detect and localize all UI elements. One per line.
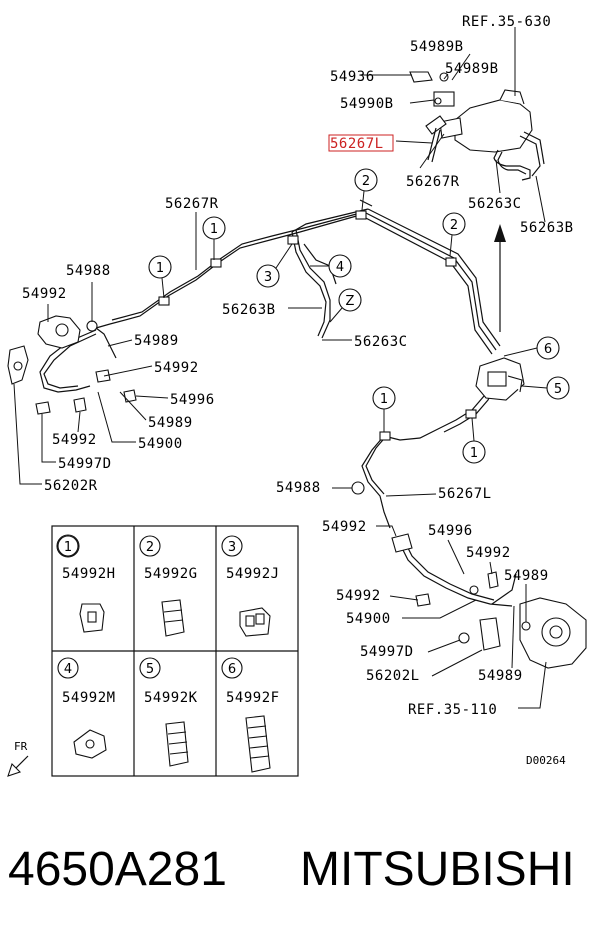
label-54996-b: 54996 <box>428 523 473 539</box>
legend-cell-4: 4 54992M <box>57 657 116 759</box>
label-56267R-mid: 56267R <box>165 196 219 212</box>
legend-cell-5: 5 54992K <box>139 657 198 767</box>
svg-text:54992F: 54992F <box>226 690 280 706</box>
legend-cell-2: 2 54992G <box>139 535 198 637</box>
label-54900-a: 54900 <box>138 436 183 452</box>
clip-legend: 1 54992H 2 54992G 3 54992J 4 54992M <box>51 525 299 777</box>
label-56267L-top: 56267L <box>330 136 384 152</box>
label-54990B: 54990B <box>340 96 394 112</box>
legend-cell-3: 3 54992J <box>221 535 280 637</box>
callout-1-b: 1 <box>148 255 172 299</box>
svg-text:4: 4 <box>336 260 344 275</box>
proportioning-valve <box>475 357 525 401</box>
label-54996-a: 54996 <box>170 392 215 408</box>
callout-6: 6 <box>503 336 560 360</box>
tube-clips <box>158 210 477 441</box>
label-54992-a: 54992 <box>22 286 67 302</box>
label-54997D-a: 54997D <box>58 456 112 472</box>
ref-top: REF.35-630 <box>462 14 551 30</box>
svg-text:54992J: 54992J <box>226 566 280 582</box>
part-number: 4650A281 <box>8 843 227 896</box>
right-caliper <box>351 481 587 669</box>
label-56202L: 56202L <box>366 668 420 684</box>
label-56263C-top: 56263C <box>468 196 522 212</box>
svg-text:6: 6 <box>544 342 552 357</box>
label-54989-c: 54989 <box>504 568 549 584</box>
master-cylinder-assembly <box>409 71 545 181</box>
svg-text:2: 2 <box>450 218 458 233</box>
svg-text:1: 1 <box>210 222 218 237</box>
svg-text:6: 6 <box>228 662 236 677</box>
callout-1-d: 1 <box>462 417 486 464</box>
svg-text:3: 3 <box>264 270 272 285</box>
ref-bottom: REF.35-110 <box>408 702 497 718</box>
legend-cell-1: 1 54992H <box>57 535 116 633</box>
label-54992-c: 54992 <box>52 432 97 448</box>
svg-text:4: 4 <box>64 662 72 677</box>
callouts: 1 1 1 1 1 2 2 3 4 <box>56 168 570 558</box>
svg-text:Z: Z <box>346 294 355 309</box>
svg-text:1: 1 <box>380 392 388 407</box>
brake-tubes <box>39 199 517 607</box>
label-56263C-mid: 56263C <box>354 334 408 350</box>
label-54989-b: 54989 <box>148 415 193 431</box>
label-56263B-mid: 56263B <box>222 302 276 318</box>
label-56267L-bot: 56267L <box>438 486 492 502</box>
svg-text:54992M: 54992M <box>62 690 116 706</box>
svg-text:54992G: 54992G <box>144 566 198 582</box>
label-54989-a: 54989 <box>134 333 179 349</box>
footer-caption: 4650A281 MITSUBISHI <box>0 830 600 910</box>
svg-text:1: 1 <box>156 261 164 276</box>
svg-text:5: 5 <box>554 382 562 397</box>
svg-text:3: 3 <box>228 540 236 555</box>
left-caliper <box>7 315 137 415</box>
label-54992-d: 54992 <box>322 519 367 535</box>
callout-5: 5 <box>521 376 570 400</box>
svg-text:54992H: 54992H <box>62 566 116 582</box>
callout-1-a: 1 <box>202 216 226 260</box>
label-54989B-2: 54989B <box>445 61 499 77</box>
svg-text:54992K: 54992K <box>144 690 198 706</box>
label-56267R-top: 56267R <box>406 174 460 190</box>
callout-2-b: 2 <box>442 212 466 257</box>
callout-z: Z <box>329 288 362 323</box>
callout-1-c: 1 <box>372 386 396 432</box>
svg-text:2: 2 <box>146 540 154 555</box>
front-direction-indicator: FR <box>7 740 29 777</box>
top-leaders <box>360 27 546 223</box>
svg-text:FR: FR <box>14 740 28 753</box>
label-56263B-top: 56263B <box>520 220 574 236</box>
label-56267L-highlight <box>328 134 394 152</box>
label-54992-b: 54992 <box>154 360 199 376</box>
callout-3: 3 <box>256 243 293 288</box>
svg-text:1: 1 <box>64 540 72 555</box>
label-54988-top: 54988 <box>66 263 111 279</box>
brake-line-diagram: 1 1 1 1 1 2 2 3 4 <box>7 14 587 777</box>
callout-2-a: 2 <box>354 168 378 211</box>
label-54900-b: 54900 <box>346 611 391 627</box>
drawing-code: D00264 <box>526 754 566 767</box>
label-56202R: 56202R <box>44 478 98 494</box>
brand-name: MITSUBISHI <box>300 843 575 896</box>
label-54992-e: 54992 <box>466 545 511 561</box>
label-54988-bot: 54988 <box>276 480 321 496</box>
label-54936: 54936 <box>330 69 375 85</box>
legend-cell-6: 6 54992F <box>221 657 280 773</box>
callout-4: 4 <box>310 254 352 278</box>
flow-arrow <box>494 224 506 332</box>
label-54989B-1: 54989B <box>410 39 464 55</box>
svg-text:2: 2 <box>362 174 370 189</box>
svg-text:1: 1 <box>470 446 478 461</box>
label-54997D-b: 54997D <box>360 644 414 660</box>
label-54992-f: 54992 <box>336 588 381 604</box>
label-54989-d: 54989 <box>478 668 523 684</box>
part-labels: REF.35-630 54989B 54936 54989B 54990B 56… <box>13 14 574 718</box>
svg-text:5: 5 <box>146 662 154 677</box>
